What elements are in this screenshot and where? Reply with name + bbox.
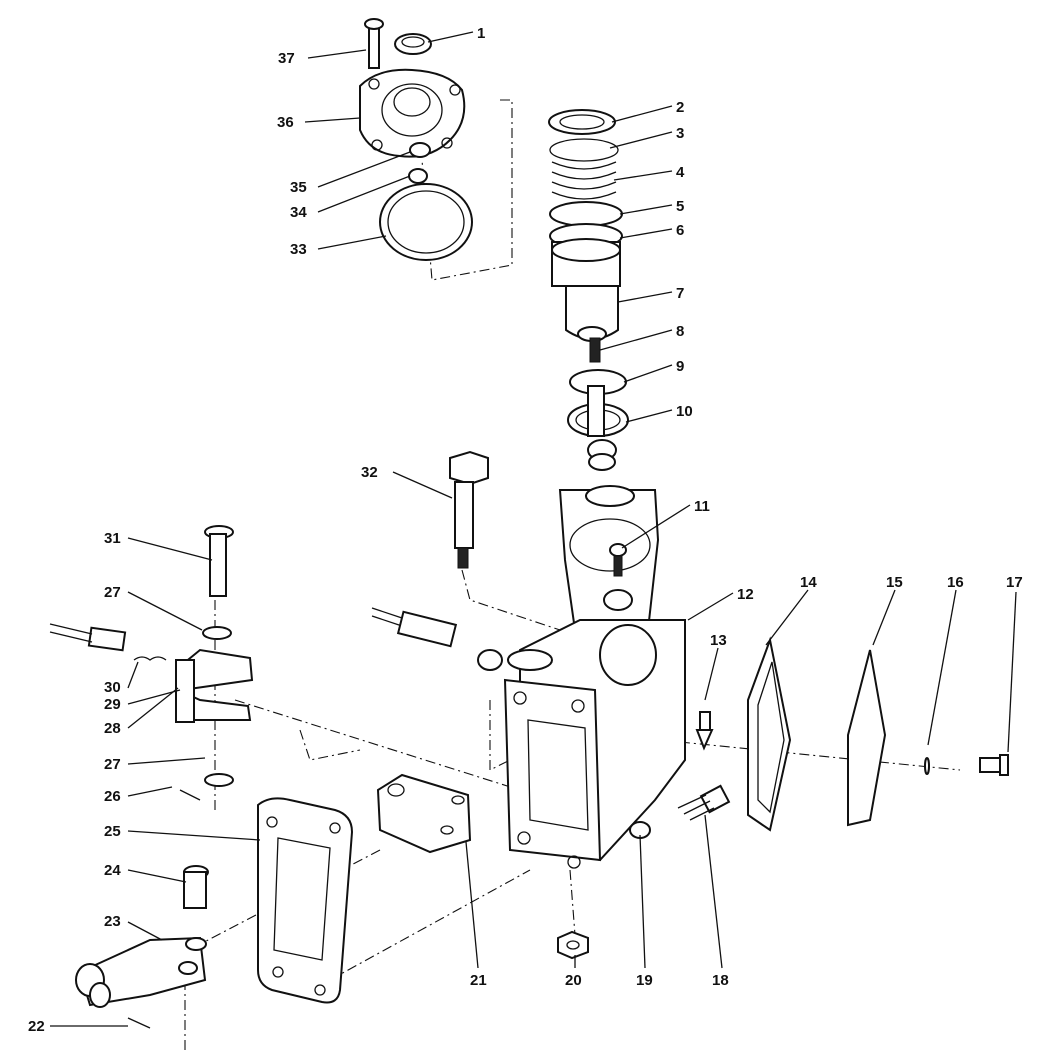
callout-27-lower: 27 (104, 756, 121, 773)
callout-14: 14 (800, 574, 817, 591)
callout-18: 18 (712, 972, 729, 989)
callout-25: 25 (104, 823, 121, 840)
callout-labels: 1 2 3 4 5 6 7 8 9 10 11 12 13 14 15 16 1… (28, 25, 1023, 1035)
callout-9: 9 (676, 358, 684, 375)
callout-5: 5 (676, 198, 684, 215)
fasteners-18-19-20 (557, 784, 731, 960)
callout-4: 4 (676, 164, 685, 181)
lower-clevis-assembly (75, 865, 209, 1029)
callout-7: 7 (676, 285, 684, 302)
callout-11: 11 (694, 498, 710, 515)
callout-26: 26 (104, 788, 121, 805)
callout-12: 12 (737, 586, 754, 603)
callout-36: 36 (277, 114, 294, 131)
main-housing (503, 485, 686, 869)
callout-6: 6 (676, 222, 684, 239)
callout-31: 31 (104, 530, 121, 547)
callout-15: 15 (886, 574, 903, 591)
callout-1: 1 (477, 25, 485, 42)
cable-assembly (371, 607, 503, 671)
callout-32: 32 (361, 464, 378, 481)
bracket-21 (376, 773, 472, 854)
callout-29: 29 (104, 696, 121, 713)
callout-20: 20 (565, 972, 582, 989)
gasket-25 (257, 797, 354, 1004)
callout-33: 33 (290, 241, 307, 258)
callout-22: 22 (28, 1018, 45, 1035)
gaskets-14-15 (747, 636, 887, 832)
callout-2: 2 (676, 99, 684, 116)
callout-3: 3 (676, 125, 684, 142)
callout-23: 23 (104, 913, 121, 930)
callout-28: 28 (104, 720, 121, 737)
callout-19: 19 (636, 972, 653, 989)
callout-8: 8 (676, 323, 684, 340)
top-cover-assembly (359, 18, 473, 261)
callout-17: 17 (1006, 574, 1023, 591)
callout-16: 16 (947, 574, 964, 591)
right-side-parts (695, 711, 1009, 776)
callout-35: 35 (290, 179, 307, 196)
callout-34: 34 (290, 204, 307, 221)
callout-37: 37 (278, 50, 295, 67)
upper-clevis-assembly (49, 525, 254, 801)
callout-27-upper: 27 (104, 584, 121, 601)
callout-21: 21 (470, 972, 487, 989)
callout-30: 30 (104, 679, 121, 696)
callout-24: 24 (104, 862, 121, 879)
callout-13: 13 (710, 632, 727, 649)
piston-stack (548, 109, 629, 471)
callout-10: 10 (676, 403, 693, 420)
leader-lines (50, 31, 1017, 1027)
bolt-32 (449, 450, 489, 569)
